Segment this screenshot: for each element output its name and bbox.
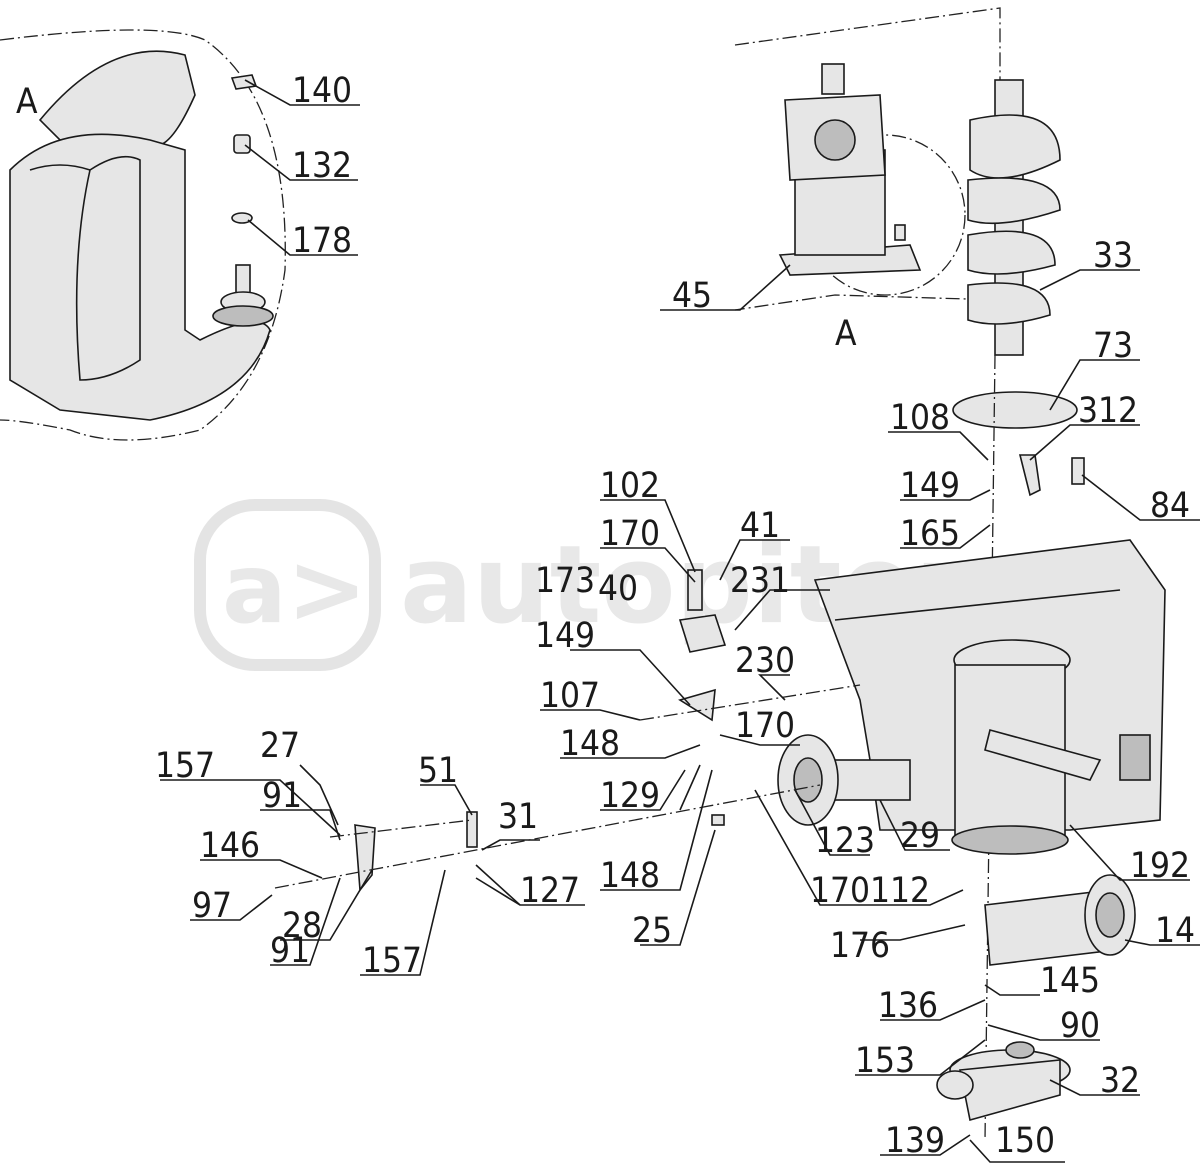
callout-170-mid: 170: [735, 706, 795, 746]
callout-173: 173: [535, 561, 595, 601]
bracket-41: [678, 569, 727, 653]
detail-view-a: A: [0, 29, 286, 441]
callout-230: 230: [735, 641, 795, 681]
callout-27: 27: [260, 726, 300, 766]
callout-45: 45: [672, 276, 712, 316]
callout-91-bottom: 91: [270, 931, 310, 971]
plate-40: [678, 688, 716, 722]
callout-132: 132: [292, 146, 352, 186]
callout-192: 192: [1130, 846, 1190, 886]
auger-33: [952, 79, 1078, 429]
callout-32: 32: [1100, 1061, 1140, 1101]
gearbox-14: [984, 874, 1136, 966]
ring-73: [952, 391, 1078, 429]
callout-97: 97: [192, 886, 232, 926]
callout-148-bottom: 148: [600, 856, 660, 896]
housing-flange: [38, 50, 196, 146]
callout-165: 165: [900, 514, 960, 554]
callout-41: 41: [740, 506, 780, 546]
callout-157-top: 157: [155, 746, 215, 786]
callout-149-mid: 149: [535, 616, 595, 656]
callout-25: 25: [632, 911, 672, 951]
callout-312: 312: [1078, 391, 1138, 431]
callout-149-top: 149: [900, 466, 960, 506]
section-a-label: A: [835, 314, 857, 354]
callout-139: 139: [885, 1121, 945, 1161]
callout-123: 123: [815, 821, 875, 861]
callout-127: 127: [520, 871, 580, 911]
leader-lines: [160, 79, 1200, 1163]
callout-labels: 140 132 178 45 A 33 73 108 312 149 84 16…: [155, 71, 1195, 1161]
pin-84: [1071, 457, 1085, 485]
callout-33: 33: [1093, 236, 1133, 276]
callout-170-bottom: 170: [810, 871, 870, 911]
callout-31: 31: [498, 797, 538, 837]
callout-29: 29: [900, 816, 940, 856]
nut-140: [230, 74, 258, 90]
callout-112: 112: [870, 871, 930, 911]
callout-129: 129: [600, 776, 660, 816]
callout-40: 40: [598, 569, 638, 609]
sensor-312: [1018, 454, 1041, 497]
callout-51: 51: [418, 751, 458, 791]
callout-153: 153: [855, 1041, 915, 1081]
callout-145: 145: [1040, 961, 1100, 1001]
main-frame: [813, 539, 1166, 855]
callout-73: 73: [1093, 326, 1133, 366]
callout-176: 176: [830, 926, 890, 966]
tensioner-25: [711, 814, 725, 826]
callout-178: 178: [292, 221, 352, 261]
washer-178: [231, 212, 253, 224]
callout-150: 150: [995, 1121, 1055, 1161]
watermark-icon: a>: [222, 533, 367, 645]
callout-108: 108: [890, 398, 950, 438]
callout-90: 90: [1060, 1006, 1100, 1046]
detail-a-label: A: [16, 82, 38, 122]
callout-136: 136: [878, 986, 938, 1026]
callout-146: 146: [200, 826, 260, 866]
gearbox-32: [936, 1041, 1071, 1122]
callout-148-top: 148: [560, 724, 620, 764]
callout-231: 231: [730, 561, 790, 601]
callout-170-top: 170: [600, 514, 660, 554]
auger-housing-assembly: [734, 7, 1001, 311]
callout-91-top: 91: [262, 776, 302, 816]
callout-157-bottom: 157: [362, 941, 422, 981]
callout-107: 107: [540, 676, 600, 716]
callout-84: 84: [1150, 486, 1190, 526]
cap-nut-132: [233, 134, 251, 154]
callout-28: 28: [282, 906, 322, 946]
callout-140: 140: [292, 71, 352, 111]
spring-51: [466, 811, 478, 848]
pulley-assembly: [777, 734, 911, 826]
stud-shaft: [235, 264, 251, 296]
callout-14: 14: [1155, 911, 1195, 951]
callout-102: 102: [600, 466, 660, 506]
